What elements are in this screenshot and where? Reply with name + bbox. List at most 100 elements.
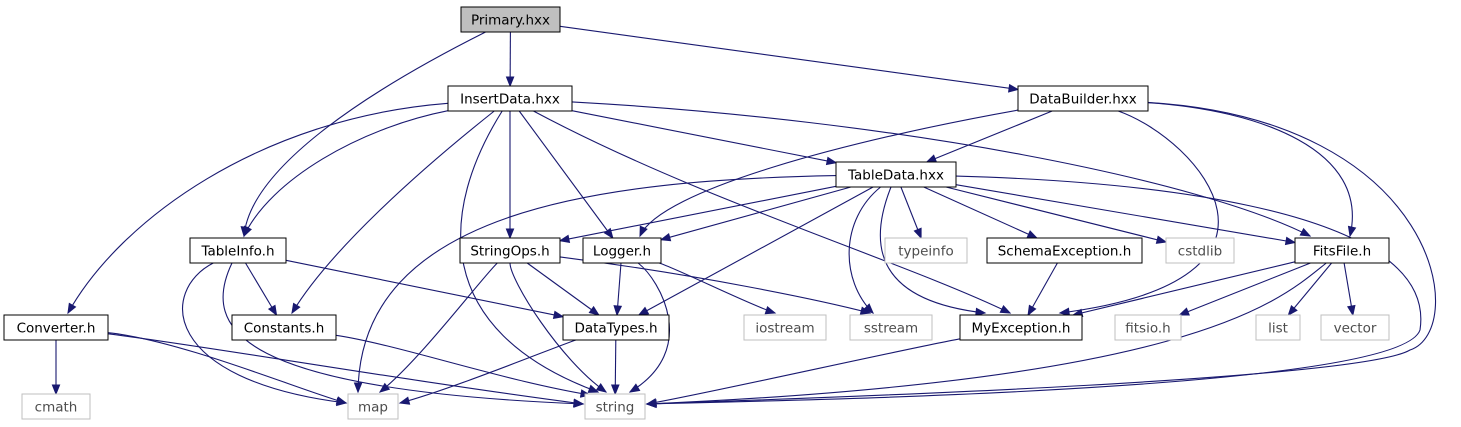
node-label: map xyxy=(358,400,388,416)
node-primary[interactable]: Primary.hxx xyxy=(460,6,561,33)
node-label: FitsFile.h xyxy=(1313,244,1371,260)
node-label: cmath xyxy=(35,400,78,416)
edge-insertdata-to-myexception xyxy=(533,110,1012,314)
arrowhead-icon xyxy=(595,383,608,393)
node-box xyxy=(447,85,573,112)
node-box xyxy=(562,314,670,341)
node-box xyxy=(3,314,109,341)
arrowhead-icon xyxy=(764,305,777,315)
node-list: list xyxy=(1255,314,1301,341)
arrowhead-icon xyxy=(588,305,600,316)
edge-tabledata-to-cstdlib xyxy=(945,186,1168,244)
node-box xyxy=(1294,237,1390,264)
node-vector: vector xyxy=(1320,314,1390,341)
arrowhead-icon xyxy=(925,154,938,163)
edge-insertdata-to-fitsfile xyxy=(571,101,1312,237)
node-label: Primary.hxx xyxy=(471,13,550,29)
arrowhead-icon xyxy=(335,396,348,405)
node-insertdata[interactable]: InsertData.hxx xyxy=(447,85,573,112)
node-label: vector xyxy=(1334,321,1377,337)
edge-tabledata-to-stringops xyxy=(558,185,837,244)
node-datatypes[interactable]: DataTypes.h xyxy=(562,314,670,341)
edge-insertdata-to-tabledata xyxy=(571,110,838,166)
arrowhead-icon xyxy=(1347,225,1357,238)
node-label: MyException.h xyxy=(972,321,1071,337)
edge-tabledata-to-sstream xyxy=(848,186,881,314)
arrowhead-icon xyxy=(505,76,515,88)
arrowhead-icon xyxy=(639,225,648,238)
arrowhead-icon xyxy=(1026,230,1039,239)
arrowhead-icon xyxy=(1299,227,1312,237)
node-box xyxy=(584,393,646,420)
node-box xyxy=(582,237,662,264)
node-schemaexception[interactable]: SchemaException.h xyxy=(986,237,1143,264)
node-label: typeinfo xyxy=(898,244,953,260)
arrowhead-icon xyxy=(291,302,301,315)
arrowhead-icon xyxy=(645,398,658,407)
edge-primary-to-tableinfo xyxy=(240,31,486,238)
node-box xyxy=(1255,314,1301,341)
node-logger[interactable]: Logger.h xyxy=(582,237,662,264)
node-stringops[interactable]: StringOps.h xyxy=(459,237,561,264)
node-box xyxy=(459,237,561,264)
arrowhead-icon xyxy=(1008,83,1020,93)
arrowhead-icon xyxy=(353,382,363,394)
arrowhead-icon xyxy=(975,307,987,317)
arrowhead-icon xyxy=(999,305,1012,314)
node-label: DataBuilder.hxx xyxy=(1029,92,1137,108)
edge-fitsfile-to-myexception xyxy=(1071,261,1296,318)
node-tabledata[interactable]: TableData.hxx xyxy=(835,161,957,188)
node-fitsfile[interactable]: FitsFile.h xyxy=(1294,237,1390,264)
arrowhead-icon xyxy=(1284,236,1297,246)
edge-insertdata-to-tableinfo xyxy=(243,110,449,238)
edge-tabledata-to-fitsfile xyxy=(955,184,1297,246)
edge-tabledata-to-myexception xyxy=(879,186,987,317)
node-box xyxy=(1017,85,1149,112)
arrowhead-icon xyxy=(1178,307,1190,316)
node-typeinfo: typeinfo xyxy=(884,237,968,264)
edge-datatypes-to-string xyxy=(610,339,620,396)
edge-databuilder-to-fitsfile xyxy=(1147,102,1357,238)
edge-databuilder-to-tabledata xyxy=(925,110,1053,163)
edge-fitsfile-to-fitsio xyxy=(1178,262,1311,316)
node-map: map xyxy=(347,393,399,420)
node-box xyxy=(1165,237,1235,264)
edge-insertdata-to-converter xyxy=(67,102,449,315)
edge-converter-to-cmath xyxy=(51,340,61,396)
node-label: sstream xyxy=(864,321,918,337)
node-box xyxy=(1114,314,1182,341)
node-tableinfo[interactable]: TableInfo.h xyxy=(189,237,287,264)
node-box xyxy=(849,314,933,341)
arrowhead-icon xyxy=(398,396,411,405)
edge-tabledata-to-datatypes xyxy=(637,186,874,316)
node-label: DataTypes.h xyxy=(574,321,657,337)
arrowhead-icon xyxy=(825,156,838,166)
node-label: list xyxy=(1268,321,1288,337)
arrowhead-icon xyxy=(913,227,922,240)
node-cstdlib: cstdlib xyxy=(1165,237,1235,264)
arrowhead-icon xyxy=(552,310,565,320)
node-constants[interactable]: Constants.h xyxy=(231,314,337,341)
edge-tabledata-to-logger xyxy=(659,186,852,242)
node-box xyxy=(884,237,968,264)
arrowhead-icon xyxy=(378,382,391,393)
edge-tableinfo-to-constants xyxy=(245,262,278,317)
node-cmath: cmath xyxy=(21,393,91,420)
node-label: TableInfo.h xyxy=(200,244,274,260)
node-converter[interactable]: Converter.h xyxy=(3,314,109,341)
node-label: InsertData.hxx xyxy=(460,92,560,108)
node-databuilder[interactable]: DataBuilder.hxx xyxy=(1017,85,1149,112)
edge-insertdata-to-stringops xyxy=(505,111,515,240)
arrowhead-icon xyxy=(573,398,585,408)
node-box xyxy=(1320,314,1390,341)
arrowhead-icon xyxy=(67,302,77,315)
edge-myexception-to-string xyxy=(645,338,961,407)
edge-stringops-to-map xyxy=(378,262,498,393)
node-myexception[interactable]: MyException.h xyxy=(959,314,1083,341)
node-box xyxy=(231,314,337,341)
edge-databuilder-to-logger xyxy=(639,109,1019,238)
edge-converter-to-string xyxy=(107,333,585,408)
edge-insertdata-to-string xyxy=(460,110,600,393)
node-label: TableData.hxx xyxy=(847,168,944,184)
